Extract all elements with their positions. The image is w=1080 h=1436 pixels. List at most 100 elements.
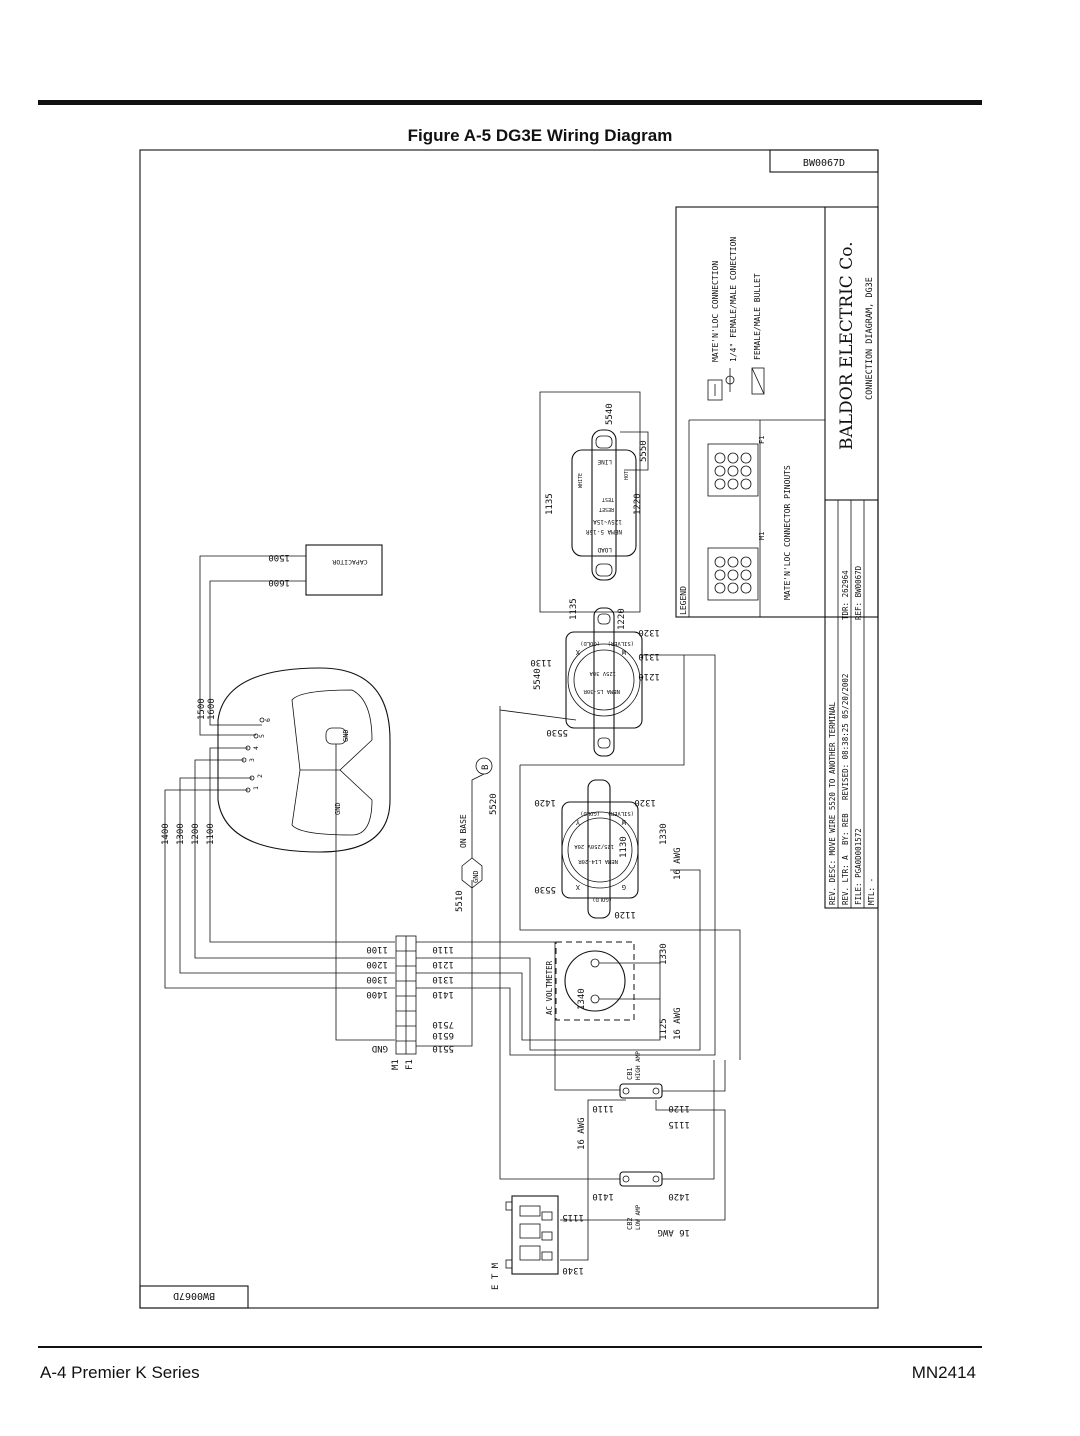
wire-label-1340-etm: 1340 [562,1265,584,1275]
legend-item-3: FEMALE/MALE BULLET [753,273,762,360]
wire-label-5520: 5520 [489,793,499,815]
wire-label-1600-cap: 1600 [268,577,290,587]
wire-label-16awg-1: 16 AWG [673,847,683,880]
terminal-strip [395,935,417,1055]
wire-label-5540-top: 5540 [605,403,615,425]
drawing-number-box-bottom [139,1285,249,1309]
circuit-breaker-cb1 [619,1060,726,1099]
cb1-sub: HIGH AMP [635,1051,642,1080]
wire-label-5540: 5540 [533,668,543,690]
pinout-m1-label: M1 [758,532,766,540]
wire-label-1130-mid: 1130 [619,836,629,858]
wire-label-1330-mid: 1330 [659,823,669,845]
f1-label: F1 [405,1059,415,1070]
rev-by: BY: REB [841,813,850,845]
drawing-frame [139,149,879,1309]
etm-label: E T M [491,1262,501,1290]
wire-label-1135-mid: 1135 [569,598,579,620]
legend-item-2: 1/4" FEMALE/MALE CONECTION [729,237,738,362]
stator-pin-5: 5 [258,734,266,738]
top-rule [38,100,982,105]
wire-label-1600: 1600 [207,698,217,720]
wire-label-1400: 1400 [161,823,171,845]
wire-label-1200: 1200 [191,823,201,845]
wire-label-5510: 5510 [455,890,465,912]
gfci-hot: HOT [624,471,630,480]
r30-gold: (GOLD) [580,640,600,646]
legend-matenloc-symbol [707,379,723,401]
r20-nema: NEMA L14-20R [578,858,618,864]
terminal-left-3: 1300 [366,974,388,984]
r30-nema: NEMA L5-30R [583,688,620,694]
wire-label-1330-bot: 1330 [659,943,669,965]
rev-revised: REVISED: 08:38:25 05/20/2002 [841,674,850,800]
wire-label-16awg-3: 16 AWG [577,1117,587,1150]
circle-b-label: B [481,765,491,770]
cb2-sub: LOW AMP [635,1204,642,1230]
company-name: BALDOR ELECTRIC Co. [837,241,857,450]
stator-pin-2: 2 [256,774,264,778]
r20-gold: (GOLD) [580,810,600,816]
gfci-nema: NEMA 5-15R [585,528,622,535]
rev-file: FILE: PGA0D001572 [854,828,863,905]
wire-label-1115-cb: 1115 [668,1119,690,1129]
terminal-left-2: 1200 [366,959,388,969]
stator-pin-6: 6 [264,718,272,722]
gfci-test: TEST [602,496,614,502]
figure-title: Figure A-5 DG3E Wiring Diagram [407,126,673,145]
r30-pin-x: X [575,648,580,656]
wire-label-1420-mid: 1420 [534,797,556,807]
stator-pin-3: 3 [248,758,256,762]
legend-item-1: MATE'N'LOC CONNECTION [711,261,720,362]
r30-rating: 125V 30A [589,670,616,676]
wire-label-1310: 1310 [638,651,660,661]
bottom-rule [38,1346,982,1348]
receptacle-30a: 125V 30A NEMA L5-30R (SILVER) (GOLD) W X [565,607,643,757]
wire-label-16awg-4: 16 AWG [657,1227,690,1237]
terminal-wires [416,654,716,1091]
terminal-right-1: 1110 [432,944,454,954]
pinout-connector-m1 [707,547,759,601]
rev-mtl: MTL: - [867,878,876,905]
wire-label-1320-top: 1320 [638,627,660,637]
drawing-number-box-top [769,149,879,173]
cb1-label: CB1 [626,1067,634,1080]
revision-block: REV. DESC: MOVE WIRE 5520 TO ANOTHER TER… [824,499,879,909]
terminal-right-labels: 1110 1210 1310 1410 7510 6510 5510 [432,944,454,1053]
terminal-left-1: 1100 [366,944,388,954]
wire-label-1120-cb: 1120 [668,1103,690,1113]
terminal-left-labels: 1100 1200 1300 1400 GND [366,944,388,1053]
wire-label-1300: 1300 [176,823,186,845]
wire-label-5530-top: 5530 [546,727,568,737]
r30-silver: (SILVER) [608,640,635,646]
rev-desc: REV. DESC: MOVE WIRE 5520 TO ANOTHER TER… [828,701,837,905]
terminal-left-gnd: GND [372,1043,388,1053]
wire-label-1220-top: 1220 [633,493,643,515]
pinout-connector-f1 [707,443,759,497]
gfci-white: WHITE [578,473,584,488]
ac-voltmeter [555,941,660,1021]
r20-pin-y: Y [575,818,580,826]
terminal-right-7: 6510 [432,1030,454,1040]
wire-label-1110: 1110 [592,1103,614,1113]
capacitor-label: CAPACITOR [332,558,367,566]
r30-pin-w: W [621,648,626,656]
voltmeter-label: AC VOLTMETER [545,960,554,1015]
r20-pin-g: G [622,883,626,891]
stator-gnd-2: GND [334,802,342,815]
wire-label-5530-mid: 5530 [534,884,556,894]
stator-gnd-1: GND [342,729,350,742]
etm-block [505,1195,559,1275]
rev-ltr: REV. LTR: A [841,855,850,905]
terminal-right-6: 7510 [432,1019,454,1029]
terminal-right-4: 1410 [432,989,454,999]
wire-label-1115-etm: 1115 [562,1212,584,1222]
wire-label-1220-mid: 1220 [617,608,627,630]
gnd-symbol-text: GND [472,870,480,883]
ground-on-base: GND [461,857,483,889]
r20-rating: 125/250V 20A [574,843,614,849]
wire-label-1135-top: 1135 [545,493,555,515]
gfci-rating: 125V~15A [593,518,622,525]
wire-label-1210: 1210 [638,671,660,681]
